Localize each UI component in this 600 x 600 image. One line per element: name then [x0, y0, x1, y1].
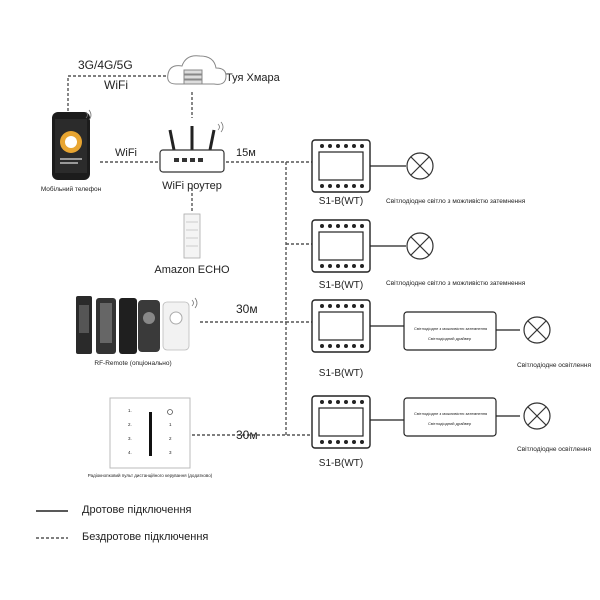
driver-box-2: [403, 397, 497, 437]
controller-4: [311, 395, 371, 449]
phone-label: Мобільний телефон: [40, 186, 102, 193]
driver2-line2: Світлодіодний драйвер: [428, 421, 472, 426]
controller-2: [311, 219, 371, 273]
wired-links: [370, 165, 520, 421]
echo-label: Amazon ECHO: [154, 264, 230, 276]
driver-box-1: [403, 311, 497, 351]
controller-1: [311, 139, 371, 193]
controller-label-3: S1-B(WT): [318, 368, 364, 379]
remote-signal-icon: [191, 297, 198, 309]
remote-distance-label: 30м: [236, 302, 258, 316]
mobile-network-label: 3G/4G/5G: [78, 58, 133, 72]
legend-wired-label: Дротове підключення: [82, 504, 192, 516]
panel-key-r1: 1: [169, 422, 172, 427]
panel-key-2: 2.: [128, 422, 132, 427]
panel-key-r3: 3: [169, 450, 172, 455]
controller-3: [311, 299, 371, 353]
panel-key-r2: 2: [169, 436, 172, 441]
dimmable-light-label-2: Світлодіодне світло з можливістю затемне…: [386, 280, 526, 287]
led-light-label-2: Світлодіодне освітлення: [517, 446, 591, 453]
controller-label-4: S1-B(WT): [318, 458, 364, 469]
controller-label-2: S1-B(WT): [318, 280, 364, 291]
lamp-icon-1: [406, 152, 434, 180]
phone-icon: [52, 112, 90, 180]
rf-remote-icons: [76, 296, 190, 354]
wall-panel-icon: [109, 397, 191, 469]
lamp-icon-3: [523, 316, 551, 344]
lamp-icon-4: [523, 402, 551, 430]
router-distance-label: 15м: [236, 147, 256, 159]
cloud-icon: [167, 55, 227, 85]
router-signal-icon: [217, 121, 224, 133]
panel-key-4: 4.: [128, 450, 132, 455]
wireless-links: [67, 75, 312, 436]
dimmable-light-label-1: Світлодіодне світло з можливістю затемне…: [386, 198, 526, 205]
lamp-icons: [406, 152, 551, 430]
controller-label-1: S1-B(WT): [318, 196, 364, 207]
led-light-label-1: Світлодіодне освітлення: [517, 362, 591, 369]
driver1-line1: Світлодіодне з можливістю затемнення: [414, 326, 488, 331]
phone-signal-icon: [85, 109, 92, 121]
link-phone-cloud: [67, 75, 168, 111]
router-icon: [159, 126, 225, 173]
panel-label: Радіокнопковий пульт дистанційного керув…: [87, 473, 213, 478]
lamp-icon-2: [406, 232, 434, 260]
rf-remote-label: RF-Remote (опціонально): [94, 360, 172, 367]
mobile-wifi-label: WiFi: [104, 78, 128, 92]
router-label: WiFi роутер: [162, 180, 222, 192]
legend-wireless-label: Бездротове підключення: [82, 531, 209, 543]
panel-distance-label: 30м: [236, 428, 258, 442]
cloud-label: Туя Хмара: [226, 72, 280, 84]
echo-icon: [183, 213, 201, 259]
driver1-line2: Світлодіодний драйвер: [428, 336, 472, 341]
panel-key-1: 1.: [128, 408, 132, 413]
panel-key-3: 3.: [128, 436, 132, 441]
phone-router-wifi-label: WiFi: [115, 147, 137, 159]
driver2-line1: Світлодіодне з можливістю затемнення: [414, 411, 488, 416]
